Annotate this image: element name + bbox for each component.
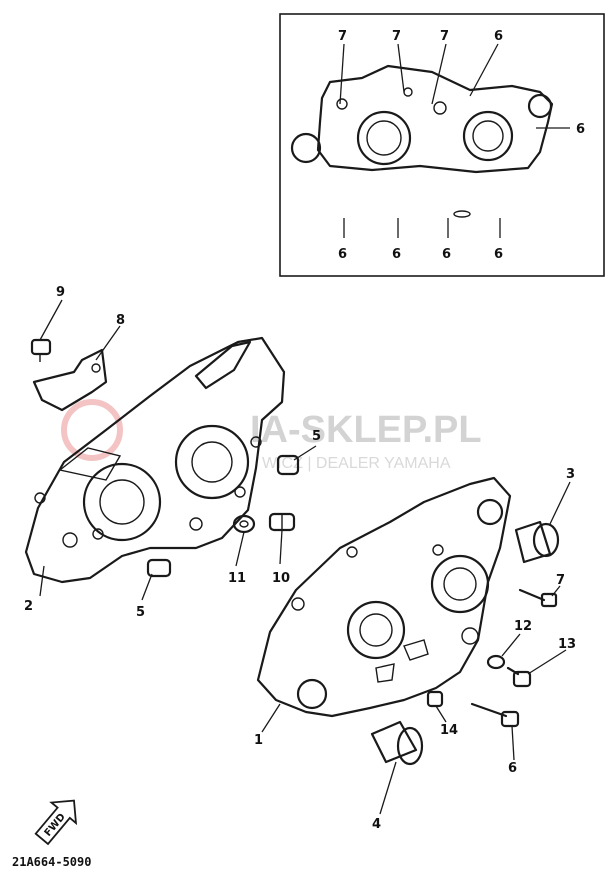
washer-part-11 bbox=[232, 514, 256, 534]
leader-line bbox=[469, 43, 499, 97]
watermark-main-text: IA-SKLEP.PL bbox=[250, 409, 482, 451]
drain-plug-part-10 bbox=[268, 512, 296, 532]
callout-labels: 9 8 5 2 5 11 10 3 7 12 13 1 14 6 4 bbox=[24, 285, 576, 832]
crankcase-left bbox=[24, 336, 286, 584]
inset-label: 7 bbox=[338, 29, 347, 44]
callout-9: 9 bbox=[56, 285, 65, 300]
crankcase-right bbox=[256, 476, 512, 718]
inset-label: 6 bbox=[576, 122, 585, 137]
callout-10: 10 bbox=[272, 571, 290, 586]
callout-14: 14 bbox=[440, 723, 458, 738]
fwd-arrow-icon: FWD bbox=[34, 799, 78, 846]
inset-label: 7 bbox=[392, 29, 401, 44]
inset-box: 7 7 7 6 6 6 6 6 6 bbox=[279, 13, 605, 277]
leader-line bbox=[339, 43, 345, 105]
callout-11: 11 bbox=[228, 571, 246, 586]
inset-label: 6 bbox=[494, 247, 503, 262]
callout-7: 7 bbox=[556, 573, 565, 588]
bolt-part-9 bbox=[30, 338, 52, 362]
washer-part-12 bbox=[486, 654, 506, 670]
callout-4: 4 bbox=[372, 817, 381, 832]
leader-line bbox=[397, 43, 405, 93]
bracket-part-8 bbox=[32, 348, 108, 412]
callout-5-upper: 5 bbox=[312, 429, 321, 444]
callout-8: 8 bbox=[116, 313, 125, 328]
callout-6: 6 bbox=[508, 761, 517, 776]
callout-2: 2 bbox=[24, 599, 33, 614]
diagram-code: 21A664-5090 bbox=[12, 855, 91, 869]
bushing-part-3 bbox=[514, 520, 560, 564]
callout-1: 1 bbox=[254, 733, 263, 748]
dowel-pin-lower bbox=[146, 558, 172, 578]
callout-5-lower: 5 bbox=[136, 605, 145, 620]
callout-13: 13 bbox=[558, 637, 576, 652]
inset-label: 6 bbox=[392, 247, 401, 262]
watermark-logo-icon bbox=[61, 399, 123, 461]
inset-label: 6 bbox=[338, 247, 347, 262]
inset-label: 6 bbox=[494, 29, 503, 44]
callout-3: 3 bbox=[566, 467, 575, 482]
plug-part-14 bbox=[426, 690, 444, 708]
watermark-sub-text: WICZ | DEALER YAMAHA bbox=[262, 455, 451, 472]
inset-label: 6 bbox=[442, 247, 451, 262]
watermark: IA-SKLEP.PL WICZ | DEALER YAMAHA bbox=[61, 399, 482, 472]
bolt-part-13 bbox=[506, 666, 532, 688]
dowel-pin-upper bbox=[276, 454, 300, 476]
inset-label: 7 bbox=[440, 29, 449, 44]
leader-line bbox=[431, 43, 447, 105]
leader-lines bbox=[39, 299, 571, 815]
bolt-part-7 bbox=[518, 588, 558, 608]
bolt-part-6 bbox=[470, 702, 520, 728]
callout-12: 12 bbox=[514, 619, 532, 634]
bushing-part-4 bbox=[370, 720, 424, 766]
